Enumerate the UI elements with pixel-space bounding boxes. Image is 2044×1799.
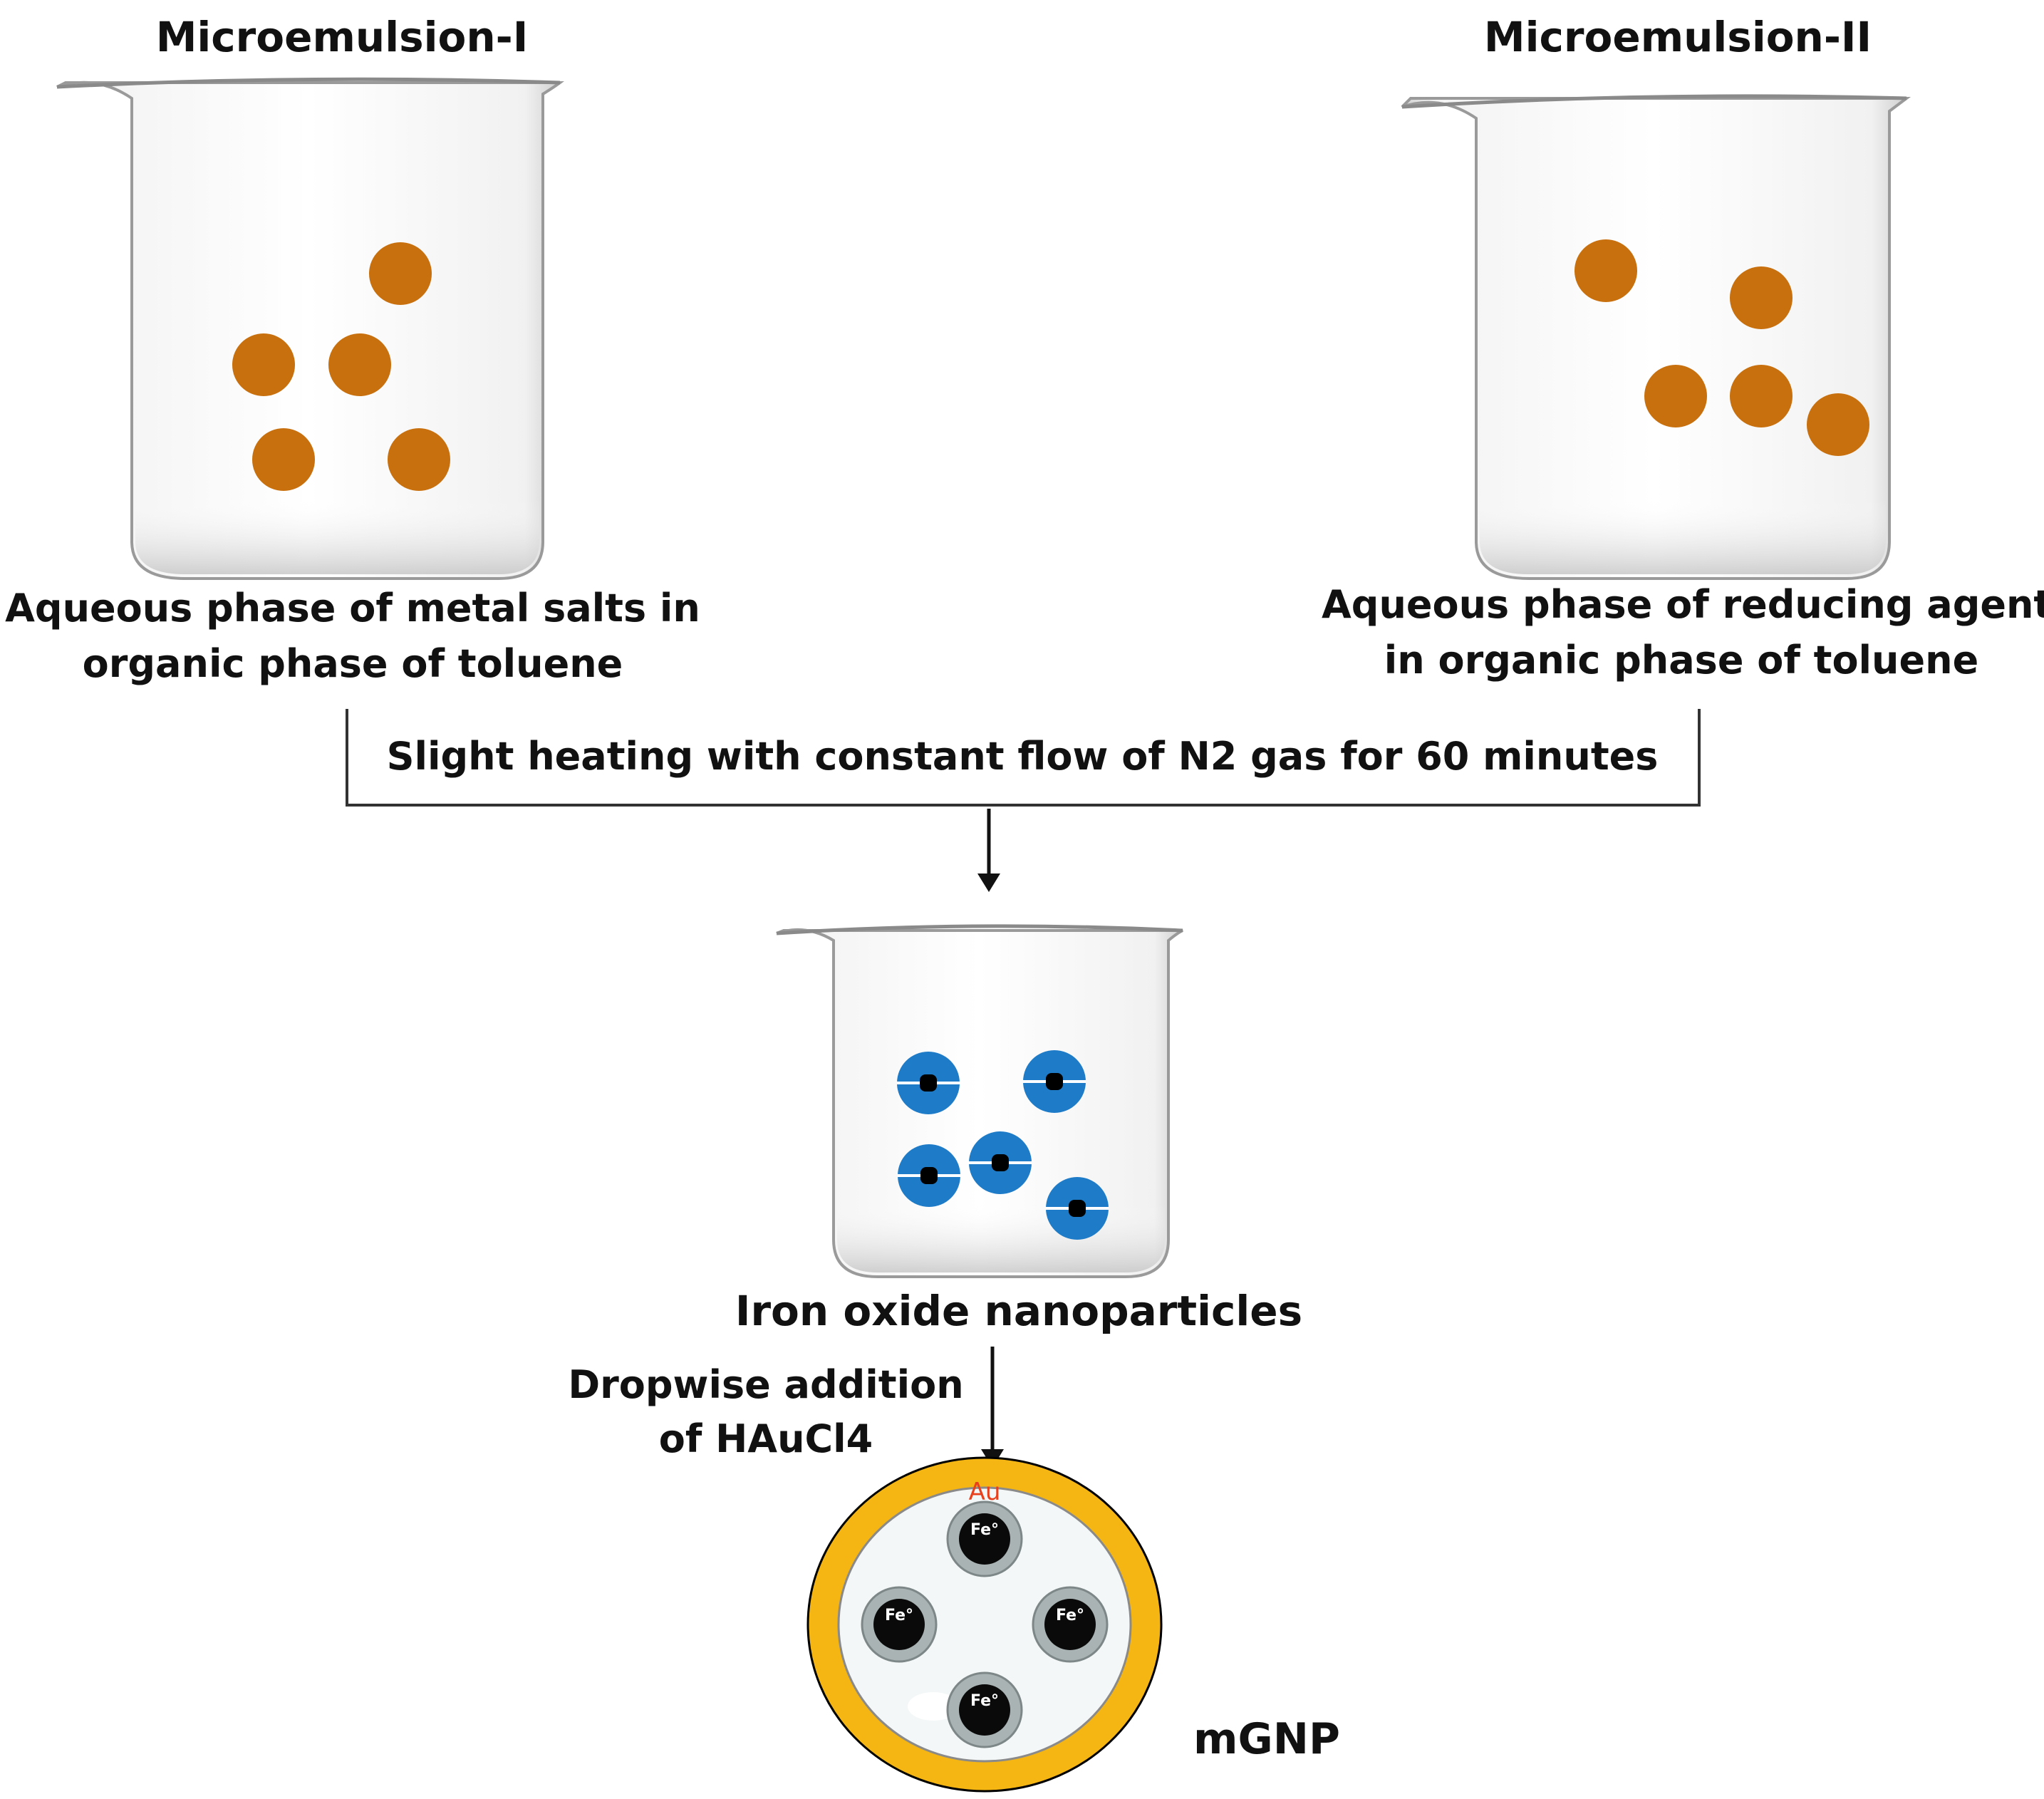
beaker-iron-oxide: [776, 924, 1183, 1278]
droplet: [232, 333, 295, 396]
iron-core: Fe°: [946, 1671, 1023, 1748]
iron-core-label: Fe°: [885, 1607, 913, 1624]
nanoparticle: [1046, 1177, 1109, 1240]
beaker-caption: Aqueous phase of metal salts in: [5, 586, 700, 631]
product-label: mGNP: [1193, 1714, 1340, 1764]
iron-core-label: Fe°: [970, 1692, 999, 1710]
iron-core: Fe°: [946, 1500, 1023, 1577]
droplet: [1730, 365, 1793, 427]
gold-nanoshell: Fe° Fe° Fe° Fe°: [806, 1456, 1163, 1793]
iron-core: Fe°: [861, 1586, 938, 1663]
process-step-label: of HAuCl4: [658, 1416, 873, 1461]
shell-label: Au: [968, 1478, 1001, 1506]
nanoparticle: [897, 1052, 960, 1114]
merge-bracket: [346, 709, 1701, 807]
droplet: [1807, 393, 1869, 456]
beaker-caption: in organic phase of toluene: [1384, 638, 1979, 683]
iron-core: Fe°: [1032, 1586, 1109, 1663]
beaker-caption: Iron oxide nanoparticles: [735, 1287, 1303, 1335]
arrow-down-icon: [977, 809, 1000, 892]
droplet: [1730, 266, 1793, 329]
nanoparticle: [898, 1144, 960, 1207]
nanoparticle: [969, 1131, 1032, 1194]
droplet: [252, 428, 315, 491]
beaker-title: Microemulsion-II: [1483, 13, 1872, 61]
nanoparticle: [1023, 1050, 1086, 1113]
droplet: [388, 428, 450, 491]
process-step-label: Slight heating with constant flow of N2 …: [386, 734, 1659, 779]
beaker-microemulsion-1: [56, 77, 565, 580]
droplet: [369, 242, 432, 305]
iron-core-label: Fe°: [1056, 1607, 1084, 1624]
beaker-caption: Aqueous phase of reducing agent: [1322, 582, 2044, 627]
beaker-caption: organic phase of toluene: [82, 641, 623, 686]
beaker-title: Microemulsion-I: [155, 13, 529, 61]
droplet: [328, 333, 391, 396]
droplet: [1644, 365, 1707, 427]
iron-core-label: Fe°: [970, 1521, 999, 1539]
droplet: [1574, 239, 1637, 302]
process-step-label: Dropwise addition: [568, 1362, 964, 1407]
beaker-microemulsion-2: [1401, 94, 1911, 580]
